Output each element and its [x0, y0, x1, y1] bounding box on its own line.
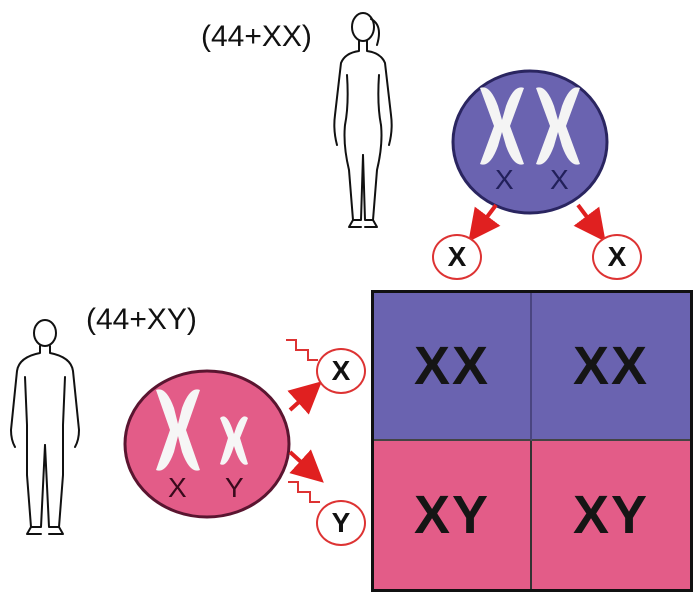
- arrow-icon: [287, 381, 322, 415]
- male-chromosome-label-1: X: [168, 472, 187, 503]
- x-chromosome-icon: [156, 389, 200, 471]
- sperm-tail-icon: [288, 481, 320, 503]
- female-nucleus: [451, 69, 609, 215]
- arrow-icon: [288, 449, 324, 483]
- punnett-cell: XY: [374, 441, 532, 589]
- punnett-cell: XX: [532, 293, 690, 441]
- female-gamete-arrows: [468, 203, 606, 242]
- punnett-square: XX XX XY XY: [371, 290, 693, 592]
- male-gamete-2-label: Y: [331, 507, 351, 538]
- male-gamete-2: Y: [316, 500, 366, 546]
- male-gamete-1: X: [316, 348, 366, 394]
- arrow-icon: [468, 203, 501, 242]
- male-silhouette: [10, 319, 80, 535]
- arrow-icon: [573, 203, 606, 242]
- male-chromosome-label-2: Y: [225, 472, 244, 503]
- male-genotype-label: (44+XY): [86, 303, 197, 336]
- female-chromosome-label-2: X: [550, 164, 569, 195]
- sperm-tail-icon: [286, 339, 318, 361]
- punnett-cell: XX: [374, 293, 532, 441]
- y-chromosome-icon: [220, 416, 248, 465]
- male-nucleus: [123, 369, 291, 519]
- x-chromosome-icon: [480, 87, 580, 165]
- female-gamete-1-label: X: [447, 241, 467, 272]
- female-chromosome-label-1: X: [495, 164, 514, 195]
- female-gamete-2-label: X: [607, 241, 627, 272]
- male-gamete-arrows: [286, 339, 324, 503]
- female-genotype-label: (44+XX): [201, 20, 312, 53]
- female-gamete-2: X: [592, 234, 642, 280]
- male-gamete-1-label: X: [331, 355, 351, 386]
- female-silhouette: [333, 12, 393, 228]
- female-gamete-1: X: [432, 234, 482, 280]
- punnett-cell: XY: [532, 441, 690, 589]
